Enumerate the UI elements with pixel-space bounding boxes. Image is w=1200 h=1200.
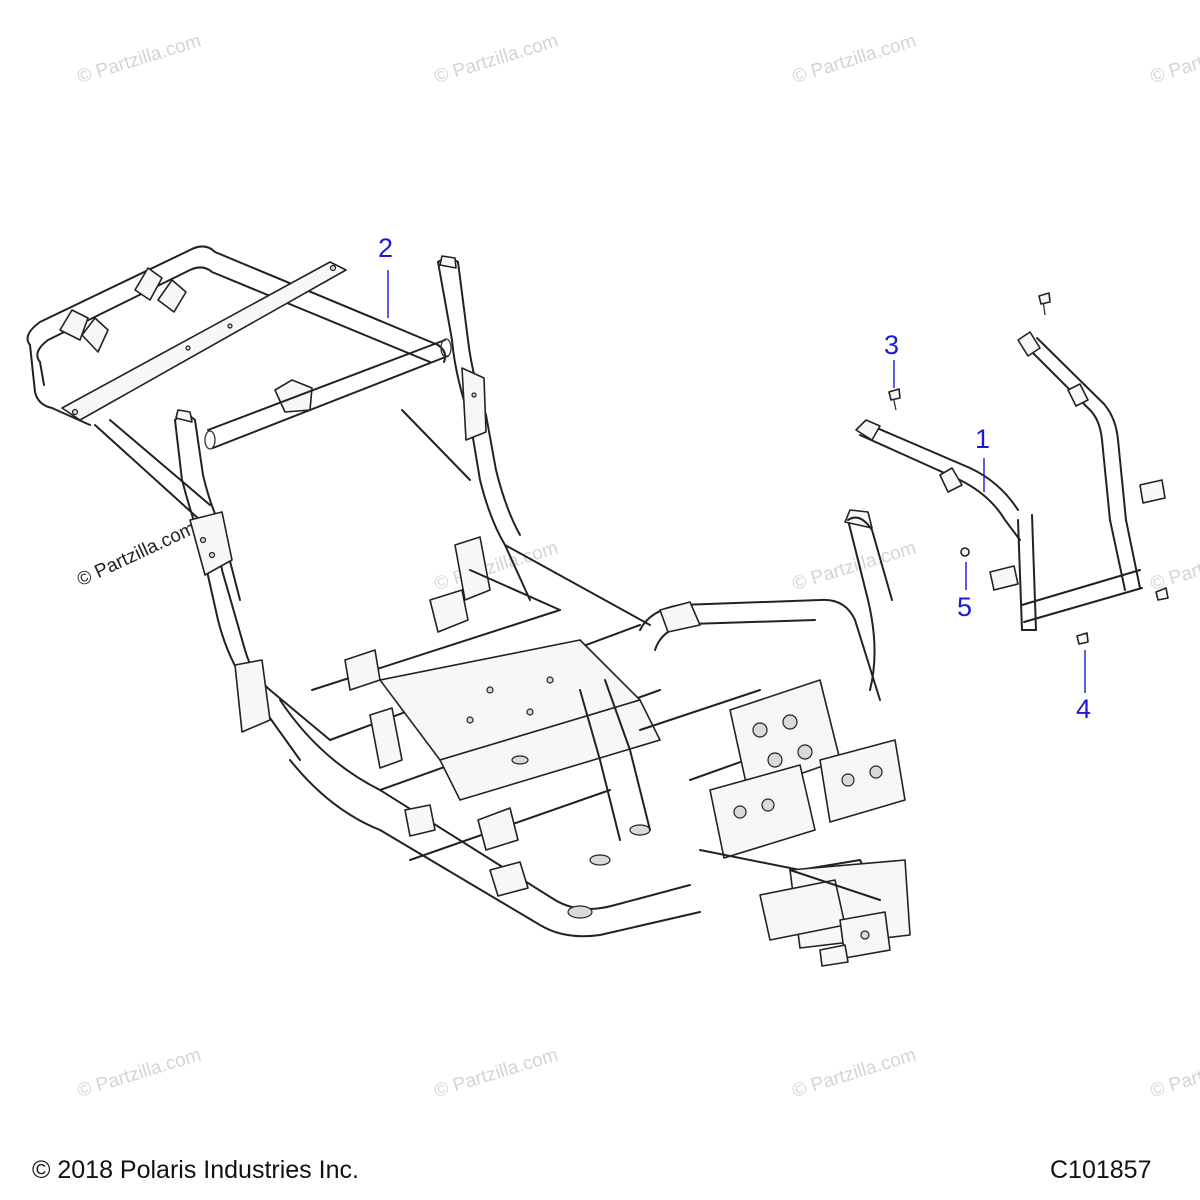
callout-1: 1 <box>975 424 991 454</box>
callout-4: 4 <box>1076 694 1092 724</box>
main-frame <box>26 245 911 967</box>
callout-5: 5 <box>957 592 973 622</box>
bracket-assembly <box>855 331 1166 631</box>
fasteners <box>888 292 1169 645</box>
copyright-text: © 2018 Polaris Industries Inc. <box>32 1156 359 1184</box>
callout-2: 2 <box>378 233 394 263</box>
callout-3: 3 <box>884 330 900 360</box>
diagram-code: C101857 <box>1050 1156 1152 1184</box>
